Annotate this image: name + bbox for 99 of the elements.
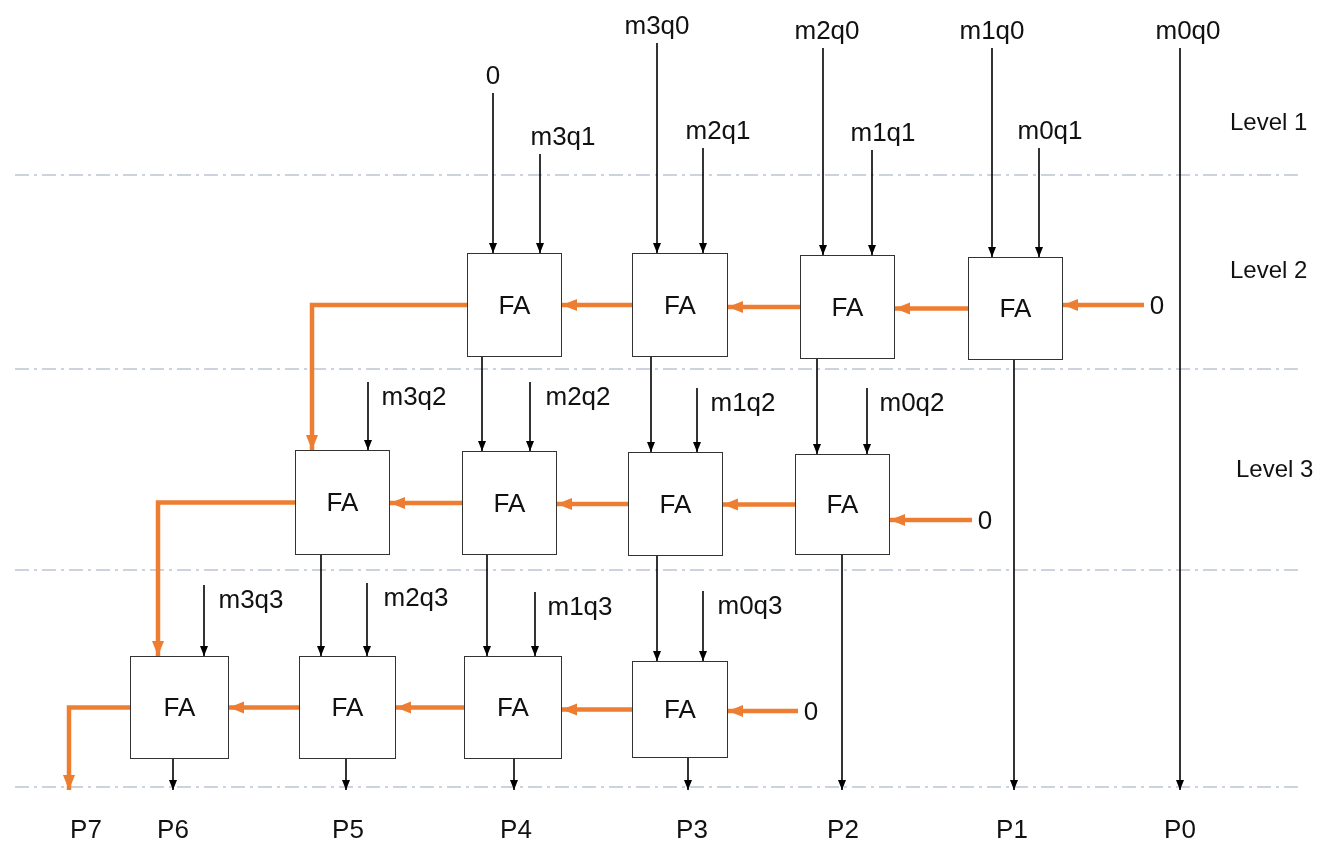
box-label: FA: [331, 693, 364, 722]
signal-label: m1q2: [710, 387, 776, 417]
arrow: [562, 299, 632, 311]
signal-label: m2q2: [545, 381, 611, 411]
arrow: [988, 47, 996, 258]
arrow: [890, 514, 972, 526]
signal-label: 0: [485, 60, 501, 90]
arrow: [723, 498, 795, 511]
arrow: [813, 358, 821, 455]
arrow: [396, 701, 464, 714]
signal-label: m0q1: [1017, 115, 1083, 145]
arrow: [684, 757, 692, 791]
output-label: P7: [70, 815, 102, 844]
full-adder-box: [800, 255, 895, 359]
arrow: [699, 590, 707, 662]
arrow: [364, 381, 372, 451]
arrow: [693, 387, 701, 453]
arrow: [200, 584, 208, 657]
signal-label: m2q0: [794, 15, 860, 45]
full-adder-box: [130, 656, 229, 759]
output-label: P2: [827, 815, 859, 844]
signal-label: m0q3: [717, 590, 783, 620]
arrow: [229, 701, 299, 714]
box-label: FA: [498, 290, 531, 320]
signal-label: m3q1: [530, 121, 596, 151]
arrow: [531, 591, 539, 657]
arrow: [536, 153, 544, 254]
output-label: P5: [332, 815, 364, 844]
box-label: FA: [831, 292, 864, 322]
full-adder-box: [795, 454, 890, 555]
full-adder-box: [299, 656, 396, 759]
full-adder-box: [632, 253, 728, 357]
output-label: P0: [1164, 815, 1196, 844]
signal-label: m3q3: [218, 584, 284, 614]
signal-label: 0: [803, 696, 819, 726]
arrow: [342, 758, 350, 791]
arrow: [510, 758, 518, 791]
arrow: [390, 497, 462, 509]
full-adder-box: [295, 450, 390, 555]
signal-label: m0q2: [879, 387, 945, 417]
box-label: FA: [659, 489, 692, 519]
arrow: [1063, 299, 1144, 311]
full-adder-box: [968, 257, 1063, 360]
box-label: FA: [999, 294, 1032, 323]
signal-label: m1q0: [959, 15, 1025, 45]
arrow: [1176, 47, 1184, 791]
arrow: [317, 554, 325, 657]
signal-label: 0: [977, 505, 993, 535]
arrow: [647, 356, 655, 453]
output-label: P1: [996, 815, 1028, 844]
arrow: [478, 356, 486, 452]
output-label: P3: [676, 815, 708, 844]
arrow: [526, 381, 534, 452]
box-label: FA: [826, 490, 859, 519]
full-adder-box: [467, 253, 562, 357]
arrow: [699, 147, 707, 254]
box-label: FA: [664, 290, 696, 320]
arrow: [863, 387, 871, 455]
box-label: FA: [326, 488, 359, 517]
full-adder-box: [628, 452, 723, 556]
full-adder-box: [464, 656, 562, 759]
arrow: [728, 301, 800, 313]
arrow: [1035, 147, 1043, 258]
arrow: [557, 498, 628, 510]
arrow: [483, 554, 491, 657]
arrow: [306, 302, 467, 450]
box-label: FA: [497, 693, 529, 722]
box-label: FA: [163, 693, 196, 722]
arrow: [653, 555, 661, 662]
arrow: [63, 705, 130, 790]
arrow: [653, 42, 661, 254]
signal-label: 0: [1149, 290, 1165, 320]
arrow: [152, 500, 295, 656]
full-adder-box: [632, 661, 728, 758]
arrow: [819, 47, 827, 256]
output-label: P4: [500, 815, 532, 844]
signal-label: m1q1: [850, 117, 916, 147]
box-label: FA: [493, 488, 526, 518]
full-adder-box: [462, 451, 557, 555]
arrow: [1010, 359, 1018, 791]
box-label: FA: [664, 695, 696, 724]
arrow: [868, 149, 876, 256]
arrow: [838, 554, 846, 791]
signal-label: m3q0: [624, 10, 690, 40]
output-label: P6: [157, 815, 189, 844]
arrow: [562, 703, 632, 716]
arrow: [363, 582, 371, 657]
arrow: [895, 302, 968, 315]
level-label: Level 2: [1230, 256, 1308, 284]
arrow: [169, 758, 177, 791]
signal-label: m3q2: [381, 381, 447, 411]
level-label: Level 1: [1230, 108, 1308, 136]
signal-label: m2q3: [383, 582, 449, 612]
arrow: [489, 92, 497, 254]
signal-label: m1q3: [547, 591, 613, 621]
signal-label: m2q1: [685, 115, 751, 145]
level-label: Level 3: [1236, 455, 1314, 483]
signal-label: m0q0: [1155, 15, 1221, 45]
arrow: [728, 705, 798, 717]
